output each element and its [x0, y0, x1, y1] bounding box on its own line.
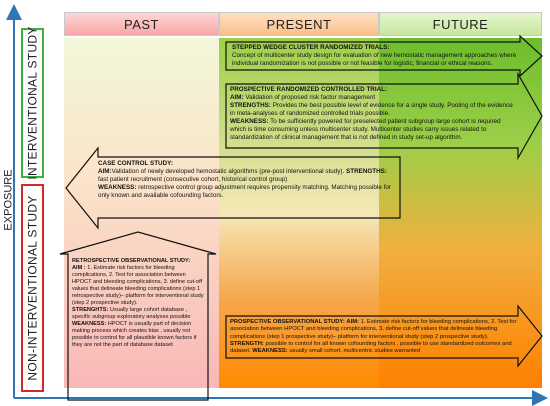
case-control-aim: Validation of newly developed hemostatic…	[111, 168, 345, 175]
prct-aim-label: AIM:	[230, 94, 244, 101]
stepped-wedge-text: STEPPED WEDGE CLUSTER RANDOMIZED TRIALS:…	[232, 44, 522, 68]
stepped-wedge-title: STEPPED WEDGE CLUSTER RANDOMIZED TRIALS:	[232, 44, 390, 51]
future-column	[379, 38, 542, 388]
prospective-observational-arrow	[225, 304, 543, 368]
retrospective-arrow	[59, 231, 217, 401]
retrospective-aim-label: AIM :	[72, 265, 86, 271]
prct-text: PROSPECTIVE RANDOMIZED CONTROLLED TRIAL:…	[230, 86, 518, 142]
header-past: PAST	[64, 12, 219, 36]
retrospective-strengths-label: STRENGHTS:	[72, 307, 109, 313]
retrospective-weakness: HPOCT is usually part of decision making…	[72, 321, 197, 348]
header-present-label: PRESENT	[266, 16, 332, 32]
non-interventional-study-box: NON-INTERVENTIONAL STUDY	[21, 184, 44, 392]
prct-weakness: To be sufficiently powered for preselect…	[230, 118, 501, 141]
retrospective-text: RETROSPECTIVE OBSERVATIONAL STUDY: AIM :…	[72, 258, 206, 349]
exposure-label: EXPOSURE	[3, 169, 16, 231]
prct-strengths: Provides the best possible level of evid…	[230, 102, 513, 117]
header-present: PRESENT	[219, 12, 379, 36]
prct-title: PROSPECTIVE RANDOMIZED CONTROLLED TRIAL:	[230, 86, 388, 93]
case-control-aim-label: AIM:	[98, 168, 112, 175]
header-future-label: FUTURE	[432, 16, 489, 32]
present-column	[219, 38, 379, 388]
retrospective-strengths: Usually large cohort database , specific…	[72, 307, 191, 320]
case-control-weakness-label: WEAKNESS:	[98, 184, 137, 191]
prospective-observational-title: PROSPECTIVE OBSERVATIONAL STUDY:	[230, 319, 345, 325]
prct-aim: Validation of proposed risk factor manag…	[245, 94, 376, 101]
exposure-axis-label: EXPOSURE	[0, 160, 18, 240]
stepped-wedge-arrow	[225, 34, 543, 78]
prospective-observational-strength: possible to control for all known cofoun…	[230, 340, 512, 355]
retrospective-aim: 1. Estimate risk factors for bleeding co…	[72, 265, 204, 306]
prospective-observational-weakness: usually small cohort, multicentric studi…	[289, 348, 421, 355]
interventional-study-box: INTERVENTIONAL STUDY	[21, 26, 44, 180]
prospective-observational-aim: 1. Estimate risk factors for bleeding co…	[230, 319, 517, 340]
retrospective-title: RETROSPECTIVE OBSERVATIONAL STUDY:	[72, 258, 191, 264]
prospective-observational-aim-label: AIM:	[346, 319, 359, 325]
non-interventional-study-label: NON-INTERVENTIONAL STUDY	[25, 195, 40, 381]
prct-arrow	[225, 71, 543, 161]
header-past-label: PAST	[124, 16, 159, 32]
header-future: FUTURE	[379, 12, 542, 36]
case-control-arrow	[65, 146, 401, 230]
prospective-observational-weakness-label: WEAKNESS:	[252, 348, 288, 355]
prospective-observational-strength-label: STRENGTH:	[230, 340, 264, 347]
past-column	[64, 38, 219, 388]
retrospective-weakness-label: WEAKNESS:	[72, 321, 107, 327]
case-control-strengths: fast patient recruitment (consecutive co…	[98, 176, 288, 183]
case-control-text: CASE CONTROL STUDY: AIM:Validation of ne…	[98, 160, 396, 200]
prct-strengths-label: STRENGTHS:	[230, 102, 271, 109]
case-control-weakness: retrospective control group adjustment r…	[98, 184, 391, 199]
stepped-wedge-body: Concept of multicenter study design for …	[232, 52, 517, 67]
case-control-strengths-label: STRENGTHS:	[346, 168, 387, 175]
prct-weakness-label: WEAKNESS:	[230, 118, 269, 125]
interventional-study-label: INTERVENTIONAL STUDY	[25, 26, 40, 180]
prospective-observational-text: PROSPECTIVE OBSERVATIONAL STUDY: AIM: 1.…	[230, 319, 520, 355]
case-control-title: CASE CONTROL STUDY:	[98, 160, 173, 167]
